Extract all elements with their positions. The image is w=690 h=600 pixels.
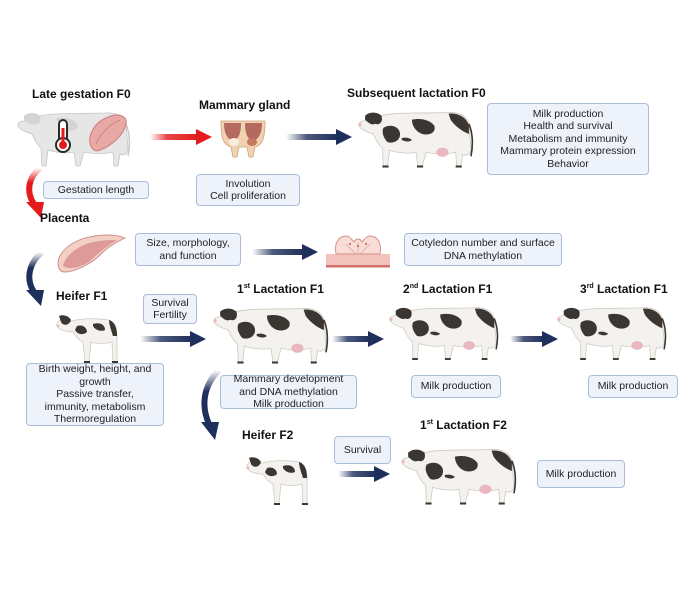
box-lactation2-f1-effects: Milk production: [411, 375, 501, 398]
flow-arrow-lactation1-to-lactation2: [332, 331, 384, 347]
box-text: Size, morphology,: [146, 237, 230, 249]
box-text: and function: [159, 249, 217, 262]
box-survival-fertility: Survival Fertility: [143, 294, 197, 324]
placenta-icon: [57, 234, 127, 273]
label-num: 2: [403, 282, 410, 296]
thermometer-icon: [55, 119, 71, 153]
box-text: DNA methylation: [443, 249, 523, 262]
box-text: Survival: [151, 296, 189, 309]
label-mammary-gland: Mammary gland: [199, 98, 291, 112]
label-ordinal: rd: [586, 283, 594, 290]
label-placenta: Placenta: [40, 211, 90, 225]
label-ordinal: st: [243, 283, 250, 290]
box-text: Mammary protein expression: [500, 145, 636, 158]
box-text: Gestation length: [57, 183, 135, 196]
label-ordinal: nd: [409, 283, 419, 290]
label-rest: Lactation F1: [418, 282, 493, 296]
cotyledon-icon: [326, 235, 390, 268]
box-lactation3-f1-effects: Milk production: [588, 375, 678, 398]
mammary-gland-icon: [220, 120, 266, 158]
flow-arrow-placenta-to-cotyledon: [252, 244, 318, 260]
flow-arrow-lactation2-to-lactation3: [510, 331, 558, 347]
box-text: and DNA methylation: [239, 385, 338, 398]
box-text: immunity, metabolism: [44, 400, 146, 413]
box-text: Cell proliferation: [210, 190, 286, 202]
label-rest: Lactation F1: [249, 282, 324, 296]
holstein-cow-lactation1-f2: [400, 448, 517, 506]
box-lactation1-f2-effects: Milk production: [537, 460, 625, 488]
box-placenta-effects: Size, morphology, and function: [135, 233, 241, 266]
box-text: Fertility: [153, 309, 187, 321]
holstein-calf-f1: [56, 314, 119, 364]
holstein-cow-lactation1-f1: [212, 307, 329, 365]
holstein-cow-f0: [357, 111, 474, 169]
heat-stress-curved-arrow-to-placenta: [26, 165, 44, 218]
box-text: Thermoregulation: [53, 413, 137, 426]
label-ordinal: st: [426, 419, 433, 426]
label-3rd-lactation-f1: 3rd Lactation F1: [580, 282, 668, 296]
box-text: Metabolism and immunity: [508, 132, 628, 145]
box-text: Milk production: [545, 467, 617, 480]
box-lactation1-f1-effects: Mammary development and DNA methylation …: [220, 373, 357, 411]
uterus-icon: [89, 114, 127, 152]
label-subsequent-lactation-f0: Subsequent lactation F0: [347, 86, 486, 100]
label-heifer-f2: Heifer F2: [242, 428, 294, 442]
label-late-gestation-f0: Late gestation F0: [32, 87, 131, 101]
label-rest: Lactation F1: [593, 282, 668, 296]
box-text: Milk production: [532, 107, 604, 120]
box-text: Health and survival: [523, 120, 613, 133]
box-subsequent-lactation-f0: Milk production Health and survival Meta…: [487, 103, 649, 175]
label-1st-lactation-f2: 1st Lactation F2: [420, 418, 507, 432]
box-cotyledon-effects: Cotyledon number and surface DNA methyla…: [404, 233, 562, 266]
flow-arrow-heifer-f1-to-lactation1: [140, 331, 206, 347]
holstein-cow-lactation2-f1: [388, 306, 499, 361]
label-1st-lactation-f1: 1st Lactation F1: [237, 282, 324, 296]
box-text: Milk production: [253, 398, 324, 411]
label-rest: Lactation F2: [432, 418, 507, 432]
box-text: Survival: [343, 443, 382, 456]
holstein-calf-f2: [246, 456, 309, 506]
flow-arrow-heifer-f2-to-lactation1-f2: [338, 466, 390, 482]
label-num: 3: [580, 282, 587, 296]
box-text: Behavior: [547, 157, 589, 170]
flow-curved-arrow-to-heifer-f2: [201, 367, 222, 440]
heat-stress-arrow-to-mammary: [150, 129, 212, 145]
box-text: Birth weight, height, and: [38, 363, 152, 376]
flow-arrow-mammary-to-lactation-f0: [286, 129, 352, 145]
box-text: Milk production: [597, 380, 669, 393]
box-gestation-length: Gestation length: [43, 181, 149, 199]
label-2nd-lactation-f1: 2nd Lactation F1: [403, 282, 492, 296]
box-heifer-f1-effects: Birth weight, height, and growth Passive…: [26, 363, 164, 426]
box-text: Cotyledon number and surface: [411, 237, 555, 249]
holstein-cow-lactation3-f1: [556, 306, 667, 361]
box-mammary-effects: Involution Cell proliferation: [196, 174, 300, 206]
label-heifer-f1: Heifer F1: [56, 289, 108, 303]
flow-curved-arrow-to-heifer-f1: [26, 249, 45, 306]
box-survival-f2: Survival: [334, 436, 391, 464]
box-text: Involution: [225, 177, 271, 190]
box-text: Milk production: [420, 380, 492, 393]
label-num: 1: [420, 418, 427, 432]
label-num: 1: [237, 282, 244, 296]
box-text: Mammary development: [233, 373, 344, 386]
box-text: growth: [79, 375, 111, 388]
box-text: Passive transfer,: [56, 388, 134, 401]
